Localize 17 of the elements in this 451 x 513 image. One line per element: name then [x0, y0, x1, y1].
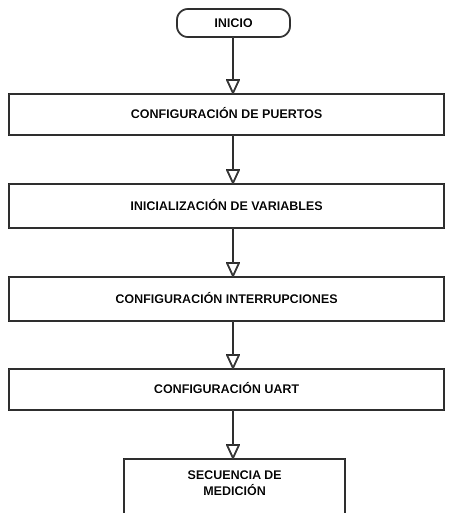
node-label: SECUENCIA DE MEDICIÓN — [186, 466, 282, 500]
node-label: CONFIGURACIÓN UART — [154, 381, 300, 398]
process-box — [8, 183, 445, 229]
node-label: INICIO — [214, 14, 253, 32]
node-label: CONFIGURACIÓN DE PUERTOS — [130, 106, 322, 123]
process-box — [8, 93, 445, 136]
arrow — [226, 38, 240, 94]
process-box — [8, 368, 445, 411]
terminal-box — [176, 8, 291, 38]
arrow — [226, 411, 240, 459]
arrow — [226, 136, 240, 184]
node-label: CONFIGURACIÓN INTERRUPCIONES — [115, 290, 338, 308]
process-box — [8, 276, 445, 322]
arrow — [226, 229, 240, 277]
node-label: INICIALIZACIÓN DE VARIABLES — [130, 198, 323, 214]
arrow — [226, 322, 240, 369]
process-box — [123, 458, 346, 513]
